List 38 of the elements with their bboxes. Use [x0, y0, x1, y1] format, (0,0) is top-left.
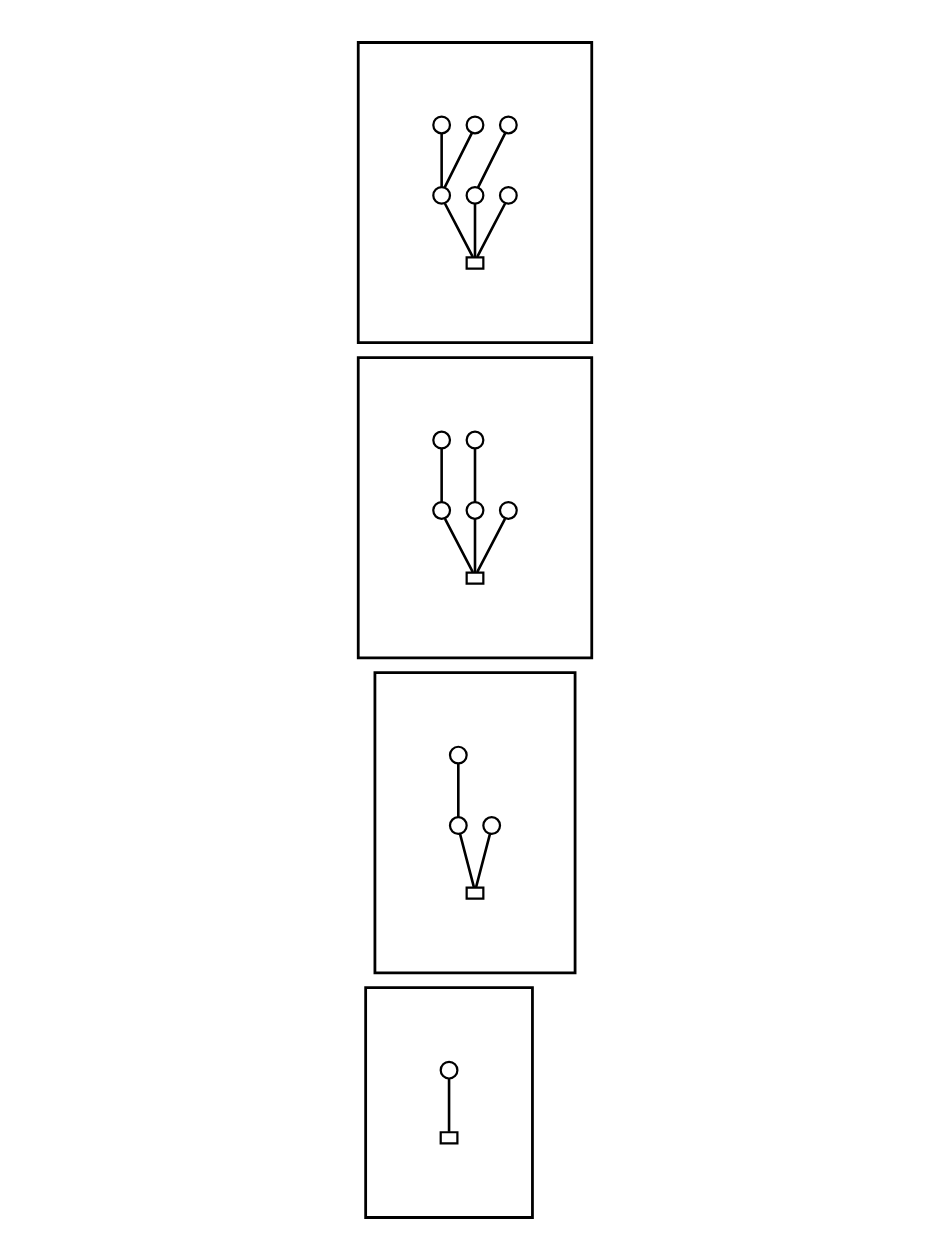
connector [475, 132, 506, 188]
node-circle [438, 1060, 458, 1080]
node-circle [431, 501, 451, 520]
cluster [355, 356, 593, 660]
node-circle [464, 115, 484, 135]
node-circle [481, 816, 501, 835]
node-circle [447, 745, 467, 765]
node-circle [447, 816, 467, 835]
node-box [464, 571, 484, 585]
connector [439, 133, 442, 187]
node-circle [497, 501, 517, 520]
connector [442, 132, 472, 188]
connector [442, 518, 473, 573]
connector [472, 518, 476, 573]
node-box [438, 1131, 458, 1145]
connector [472, 203, 476, 257]
node-circle [464, 185, 484, 205]
node-circle [431, 115, 451, 135]
connector [472, 448, 476, 502]
connector [442, 203, 473, 258]
connector [473, 833, 491, 888]
cluster [372, 671, 576, 975]
node-circle [497, 185, 517, 205]
node-box [464, 256, 484, 270]
connector [457, 833, 475, 888]
cluster [355, 41, 593, 345]
connector [475, 518, 506, 573]
connector [475, 203, 506, 258]
node-box [464, 886, 484, 900]
connector [439, 448, 442, 502]
connector [456, 763, 459, 818]
node-circle [431, 430, 451, 450]
connector [446, 1078, 450, 1132]
node-circle [497, 115, 517, 135]
node-circle [464, 501, 484, 520]
node-circle [464, 430, 484, 450]
node-circle [431, 185, 451, 205]
cluster [363, 986, 533, 1219]
